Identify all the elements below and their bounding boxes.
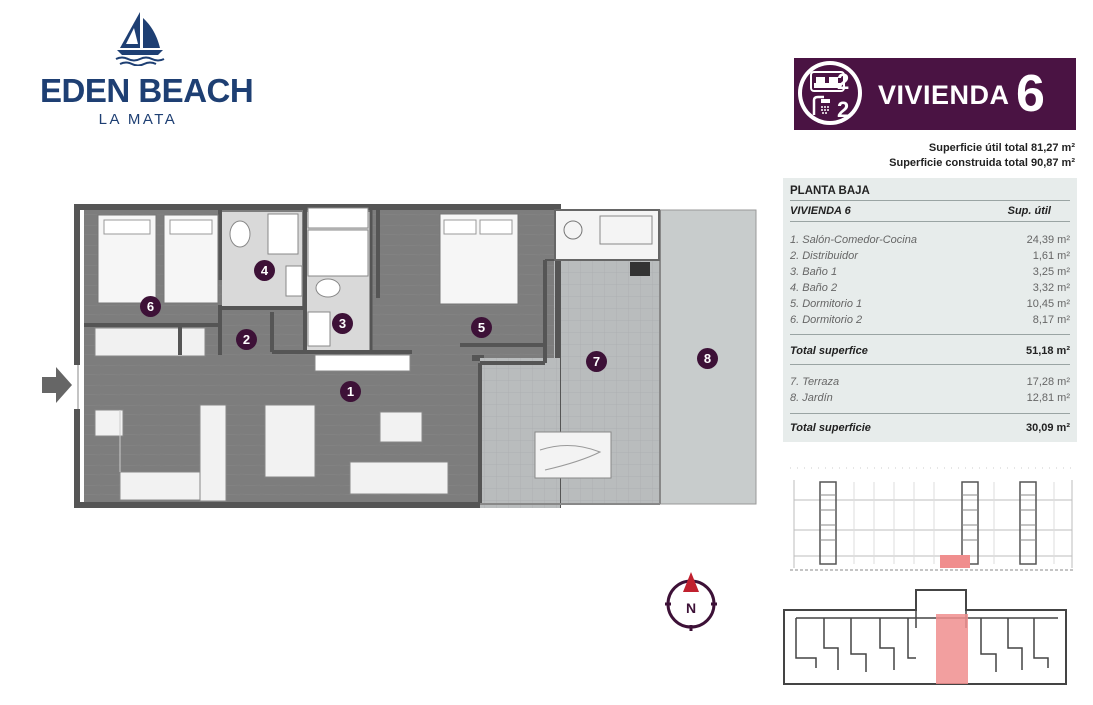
bathroom-count: 2 xyxy=(837,97,850,122)
floor-plan: 1 2 3 4 5 6 7 8 xyxy=(40,200,770,510)
unit-badge: 2 2 VIVIENDA 6 xyxy=(794,58,1076,130)
surface-construida-total: Superficie construida total 90,87 m² xyxy=(889,157,1075,169)
sailboat-icon xyxy=(115,12,165,66)
table-divider xyxy=(790,364,1070,365)
compass-north-icon: N xyxy=(665,572,717,631)
table-divider xyxy=(790,200,1070,201)
logo-subtitle: LA MATA xyxy=(98,111,178,128)
table-subheading: VIVIENDA 6 xyxy=(790,205,851,217)
logo: EDEN BEACH LA MATA xyxy=(40,10,254,128)
table-divider xyxy=(790,413,1070,414)
room-number-4: 4 xyxy=(254,260,275,281)
surface-table: PLANTA BAJA VIVIENDA 6 Sup. útil 1. Saló… xyxy=(783,178,1077,442)
room-number-3: 3 xyxy=(332,313,353,334)
room-number-6: 6 xyxy=(140,296,161,317)
room-number-2: 2 xyxy=(236,329,257,350)
surface-util-total: Superficie útil total 81,27 m² xyxy=(928,142,1075,154)
table-heading: PLANTA BAJA xyxy=(790,185,870,197)
logo-title: EDEN BEACH xyxy=(40,72,254,109)
floor-plan-drawing xyxy=(74,204,757,508)
key-plan-unit-highlight xyxy=(936,614,968,684)
room-number-1: 1 xyxy=(340,381,361,402)
room-number-8: 8 xyxy=(697,348,718,369)
table-column-label: Sup. útil xyxy=(1007,205,1051,217)
unit-highlight xyxy=(940,555,970,568)
elevation-drawing xyxy=(790,467,1074,571)
badge-number: 6 xyxy=(1016,65,1045,123)
entrance-arrow-icon xyxy=(42,367,72,403)
bed-and-shower-icon xyxy=(810,71,845,115)
key-plan-drawing xyxy=(783,589,1067,685)
compass: N xyxy=(662,570,720,632)
room-number-7: 7 xyxy=(586,351,607,372)
table-divider xyxy=(790,334,1070,335)
building-elevation xyxy=(784,460,1078,578)
key-plan xyxy=(776,588,1086,700)
bedroom-count: 2 xyxy=(837,69,850,94)
badge-circle: 2 2 xyxy=(798,61,862,125)
badge-label: VIVIENDA xyxy=(878,80,1010,110)
room-number-5: 5 xyxy=(471,317,492,338)
compass-letter: N xyxy=(686,600,696,616)
table-divider xyxy=(790,221,1070,222)
